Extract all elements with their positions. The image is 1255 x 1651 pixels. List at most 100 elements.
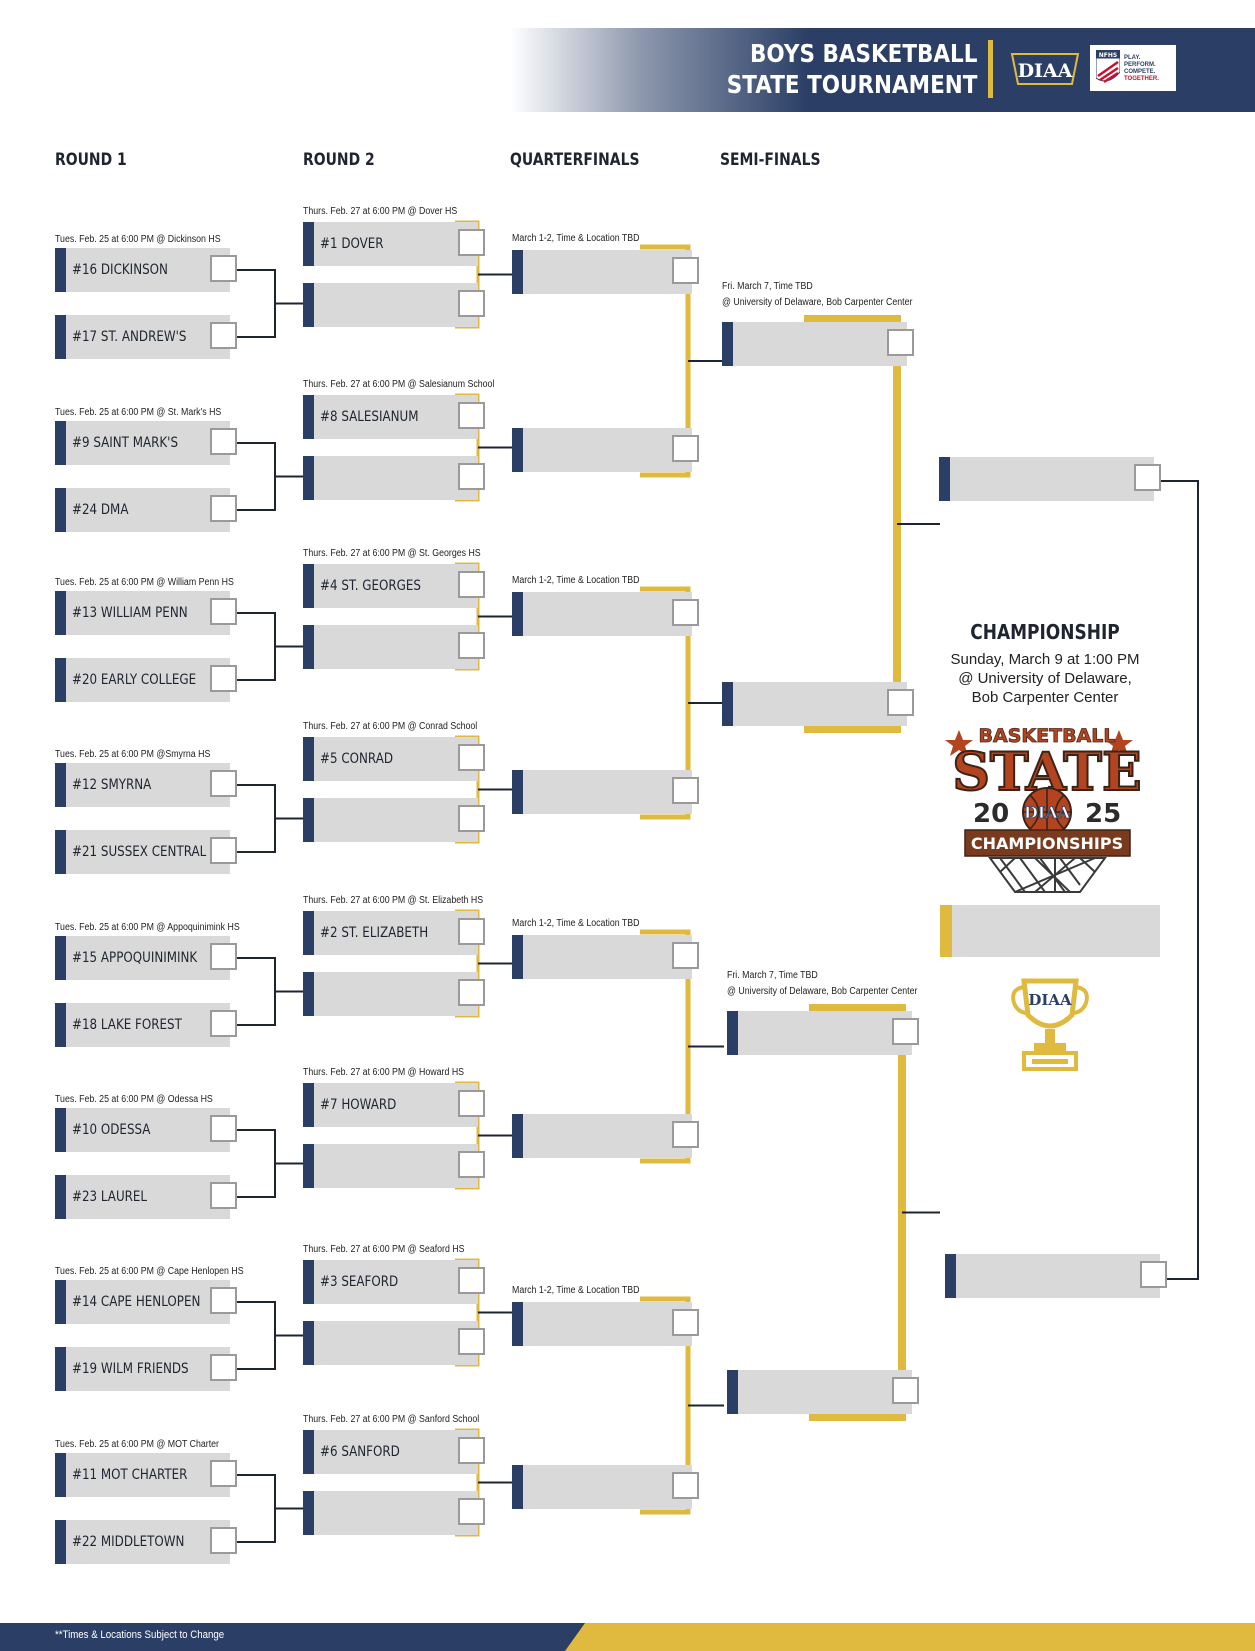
score-box[interactable] xyxy=(210,255,237,282)
round2-team-slot[interactable] xyxy=(303,1144,485,1188)
score-box[interactable] xyxy=(672,942,699,969)
round2-team-slot[interactable]: #2 ST. ELIZABETH xyxy=(303,911,485,955)
score-box[interactable] xyxy=(210,1287,237,1314)
score-box[interactable] xyxy=(458,229,485,256)
final-slot[interactable] xyxy=(945,1254,1167,1298)
round1-team-slot[interactable]: #21 SUSSEX CENTRAL xyxy=(55,830,237,874)
round1-team-slot[interactable]: #17 ST. ANDREW'S xyxy=(55,315,237,359)
score-box[interactable] xyxy=(210,322,237,349)
round1-team-slot[interactable]: #12 SMYRNA xyxy=(55,763,237,807)
score-box[interactable] xyxy=(672,1309,699,1336)
round2-team-slot[interactable]: #4 ST. GEORGES xyxy=(303,564,485,608)
score-box[interactable] xyxy=(210,943,237,970)
quarterfinal-slot[interactable] xyxy=(512,1465,699,1509)
score-box[interactable] xyxy=(458,1151,485,1178)
quarterfinal-slot[interactable] xyxy=(512,770,699,814)
round2-team-slot[interactable]: #7 HOWARD xyxy=(303,1083,485,1127)
score-box[interactable] xyxy=(458,918,485,945)
quarterfinal-slot[interactable] xyxy=(512,592,699,636)
score-box[interactable] xyxy=(672,1121,699,1148)
score-box[interactable] xyxy=(210,1182,237,1209)
round1-team-slot[interactable]: #11 MOT CHARTER xyxy=(55,1453,237,1497)
round1-team-slot[interactable]: #18 LAKE FOREST xyxy=(55,1003,237,1047)
score-box[interactable] xyxy=(458,1090,485,1117)
score-box[interactable] xyxy=(210,1354,237,1381)
slot-bar xyxy=(303,1430,314,1474)
round1-team-slot[interactable]: #9 SAINT MARK'S xyxy=(55,421,237,465)
round1-team-slot[interactable]: #13 WILLIAM PENN xyxy=(55,591,237,635)
score-box[interactable] xyxy=(458,463,485,490)
semifinal-slot[interactable] xyxy=(722,322,914,366)
round2-team-slot[interactable] xyxy=(303,625,485,669)
round1-team-slot[interactable]: #15 APPOQUINIMINK xyxy=(55,936,237,980)
round2-team-slot[interactable] xyxy=(303,456,485,500)
score-box[interactable] xyxy=(210,1460,237,1487)
score-box[interactable] xyxy=(672,1472,699,1499)
round2-team-slot[interactable]: #6 SANFORD xyxy=(303,1430,485,1474)
quarterfinal-slot[interactable] xyxy=(512,250,699,294)
score-box[interactable] xyxy=(892,1377,919,1404)
round2-team-slot[interactable] xyxy=(303,1491,485,1535)
team-name: #10 ODESSA xyxy=(72,1122,151,1138)
score-box[interactable] xyxy=(210,1115,237,1142)
score-box[interactable] xyxy=(210,1527,237,1554)
round2-team-slot[interactable]: #3 SEAFORD xyxy=(303,1260,485,1304)
score-box[interactable] xyxy=(672,599,699,626)
score-box[interactable] xyxy=(210,665,237,692)
quarterfinal-slot[interactable] xyxy=(512,428,699,472)
quarterfinal-slot[interactable] xyxy=(512,1302,699,1346)
score-box[interactable] xyxy=(1134,464,1161,491)
final-slot[interactable] xyxy=(939,457,1161,501)
score-box[interactable] xyxy=(458,571,485,598)
score-box[interactable] xyxy=(458,632,485,659)
quarterfinal-slot[interactable] xyxy=(512,935,699,979)
round1-team-slot[interactable]: #14 CAPE HENLOPEN xyxy=(55,1280,237,1324)
round1-team-slot[interactable]: #20 EARLY COLLEGE xyxy=(55,658,237,702)
score-box[interactable] xyxy=(1140,1261,1167,1288)
score-box[interactable] xyxy=(458,1437,485,1464)
slot-bar xyxy=(512,935,523,979)
round1-team-slot[interactable]: #16 DICKINSON xyxy=(55,248,237,292)
round2-team-slot[interactable] xyxy=(303,798,485,842)
team-name: #8 SALESIANUM xyxy=(320,409,419,425)
score-box[interactable] xyxy=(458,290,485,317)
score-box[interactable] xyxy=(458,1328,485,1355)
score-box[interactable] xyxy=(210,428,237,455)
round2-team-slot[interactable] xyxy=(303,283,485,327)
round1-team-slot[interactable]: #23 LAUREL xyxy=(55,1175,237,1219)
nfhs-mark-text: NFHS xyxy=(1099,52,1117,59)
round1-team-slot[interactable]: #19 WILM FRIENDS xyxy=(55,1347,237,1391)
score-box[interactable] xyxy=(458,744,485,771)
round2-team-slot[interactable] xyxy=(303,972,485,1016)
round2-team-slot[interactable]: #1 DOVER xyxy=(303,222,485,266)
score-box[interactable] xyxy=(210,837,237,864)
score-box[interactable] xyxy=(672,257,699,284)
slot-bar xyxy=(512,428,523,472)
score-box[interactable] xyxy=(210,495,237,522)
score-box[interactable] xyxy=(210,770,237,797)
quarterfinal-slot[interactable] xyxy=(512,1114,699,1158)
round1-team-slot[interactable]: #10 ODESSA xyxy=(55,1108,237,1152)
semifinal-slot[interactable] xyxy=(727,1011,919,1055)
score-box[interactable] xyxy=(210,1010,237,1037)
score-box[interactable] xyxy=(887,329,914,356)
round2-team-slot[interactable]: #8 SALESIANUM xyxy=(303,395,485,439)
slot-body xyxy=(314,456,478,500)
round2-team-slot[interactable] xyxy=(303,1321,485,1365)
score-box[interactable] xyxy=(892,1018,919,1045)
score-box[interactable] xyxy=(458,805,485,832)
score-box[interactable] xyxy=(458,1498,485,1525)
score-box[interactable] xyxy=(458,979,485,1006)
semifinal-slot[interactable] xyxy=(722,682,914,726)
semifinal-slot[interactable] xyxy=(727,1370,919,1414)
score-box[interactable] xyxy=(458,402,485,429)
quarterfinal-info: March 1-2, Time & Location TBD xyxy=(512,233,640,244)
score-box[interactable] xyxy=(672,435,699,462)
score-box[interactable] xyxy=(458,1267,485,1294)
round2-team-slot[interactable]: #5 CONRAD xyxy=(303,737,485,781)
score-box[interactable] xyxy=(887,689,914,716)
score-box[interactable] xyxy=(672,777,699,804)
round1-team-slot[interactable]: #24 DMA xyxy=(55,488,237,532)
round1-team-slot[interactable]: #22 MIDDLETOWN xyxy=(55,1520,237,1564)
score-box[interactable] xyxy=(210,598,237,625)
